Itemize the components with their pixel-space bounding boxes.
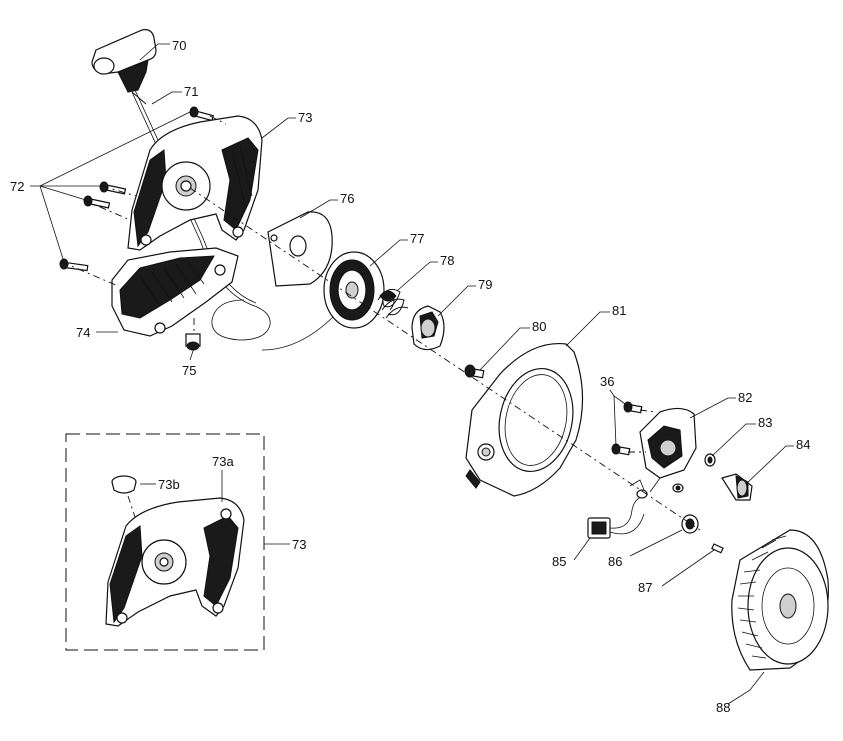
part-labels: 70 71 73 72 76 77 78 79 80 81 74 75 36 8… <box>10 38 810 715</box>
nut-small <box>672 483 684 493</box>
label-73a: 73a <box>212 454 234 469</box>
label-80: 80 <box>532 319 546 334</box>
pulley-part-77 <box>323 251 385 329</box>
lower-cover-part-74 <box>111 247 239 337</box>
starter-housing-part-73 <box>127 115 263 251</box>
label-71: 71 <box>184 84 198 99</box>
label-79: 79 <box>478 277 492 292</box>
washer-part-83 <box>704 453 716 467</box>
label-73-inset: 73 <box>292 537 306 552</box>
label-73b: 73b <box>158 477 180 492</box>
nut-part-86 <box>681 514 699 534</box>
leader-lines <box>30 43 794 705</box>
cap-part-73b <box>111 475 137 494</box>
plate-part-76 <box>267 211 333 287</box>
label-82: 82 <box>738 390 752 405</box>
assembly-centerlines <box>61 115 701 531</box>
label-78: 78 <box>440 253 454 268</box>
ignition-coil-part-82 <box>639 407 697 493</box>
label-74: 74 <box>76 325 90 340</box>
label-85: 85 <box>552 554 566 569</box>
label-76: 76 <box>340 191 354 206</box>
fan-cover-part-81 <box>465 342 584 497</box>
label-83: 83 <box>758 415 772 430</box>
label-75: 75 <box>182 363 196 378</box>
label-86: 86 <box>608 554 622 569</box>
label-36: 36 <box>600 374 614 389</box>
key-part-87 <box>711 543 724 554</box>
starter-housing-detail <box>105 497 245 627</box>
label-77: 77 <box>410 231 424 246</box>
label-70: 70 <box>172 38 186 53</box>
starter-handle-part-70 <box>91 29 157 105</box>
spark-plug-part-84 <box>721 473 753 501</box>
label-84: 84 <box>796 437 810 452</box>
screws-part-36 <box>611 401 643 456</box>
flywheel-part-88 <box>731 529 829 671</box>
label-88: 88 <box>716 700 730 715</box>
label-81: 81 <box>612 303 626 318</box>
pawl-part-79 <box>411 305 445 351</box>
switch-part-85 <box>587 479 648 539</box>
detail-inset <box>65 433 265 651</box>
label-87: 87 <box>638 580 652 595</box>
spring-part-78 <box>377 288 409 319</box>
label-73: 73 <box>298 110 312 125</box>
label-72: 72 <box>10 179 24 194</box>
screw-part-75 <box>185 333 201 351</box>
screw-part-80 <box>464 364 485 379</box>
